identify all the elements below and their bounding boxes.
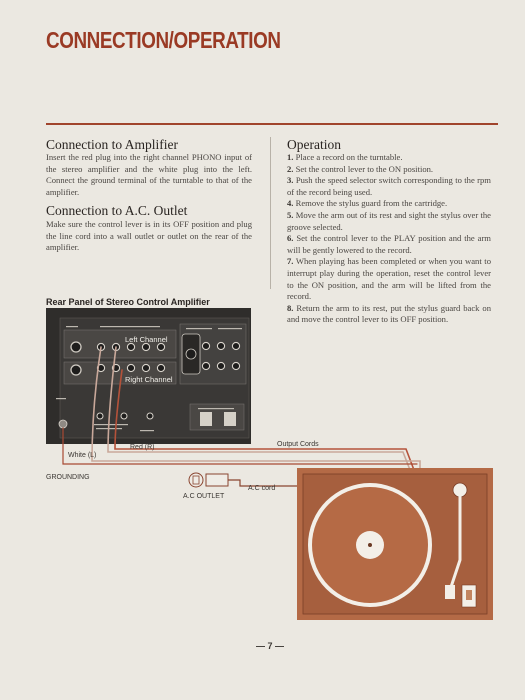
column-divider — [270, 137, 271, 289]
operation-step: 6. Set the control lever to the PLAY pos… — [287, 233, 491, 255]
operation-step: 7. When playing has been completed or wh… — [287, 256, 491, 302]
operation-step: 1. Place a record on the turntable. — [287, 152, 403, 162]
page-title: CONNECTION/OPERATION — [46, 27, 281, 53]
operation-steps: 1. Place a record on the turntable. 2. S… — [287, 152, 491, 326]
outlet-heading: Connection to A.C. Outlet — [46, 203, 188, 218]
ac-cord-label: A.C cord — [248, 485, 276, 492]
operation-heading: Operation — [287, 137, 341, 152]
grounding-label: GROUNDING — [46, 474, 90, 481]
amplifier-heading: Connection to Amplifier — [46, 137, 178, 152]
output-cords — [62, 346, 421, 473]
title-rule — [46, 123, 498, 125]
turntable — [297, 468, 493, 620]
right-channel-label: Right Channel — [125, 375, 173, 384]
amplifier-rear-panel — [46, 308, 251, 444]
left-channel-label: Left Channel — [125, 335, 168, 344]
operation-step: 4. Remove the stylus guard from the cart… — [287, 198, 448, 209]
output-cords-label: Output Cords — [277, 441, 319, 448]
page-number: — 7 — — [255, 641, 284, 651]
ac-outlet-label: A.C OUTLET — [183, 493, 225, 500]
operation-step: 2. Set the control lever to the ON posit… — [287, 163, 434, 174]
red-plug-label: Red (R) — [130, 444, 155, 451]
operation-step: 3. Push the speed selector switch corres… — [287, 175, 491, 197]
ac-outlet — [188, 472, 301, 510]
operation-step: 5. Move the arm out of its rest and sigh… — [287, 209, 491, 232]
amplifier-text: Insert the red plug into the right chann… — [46, 152, 252, 197]
outlet-text: Make sure the control lever is in its OF… — [46, 219, 252, 253]
figure-title: Rear Panel of Stereo Control Amplifier — [46, 297, 210, 307]
white-plug-label: White (L) — [68, 452, 97, 459]
operation-step: 8. Return the arm to its rest, put the s… — [287, 302, 491, 325]
